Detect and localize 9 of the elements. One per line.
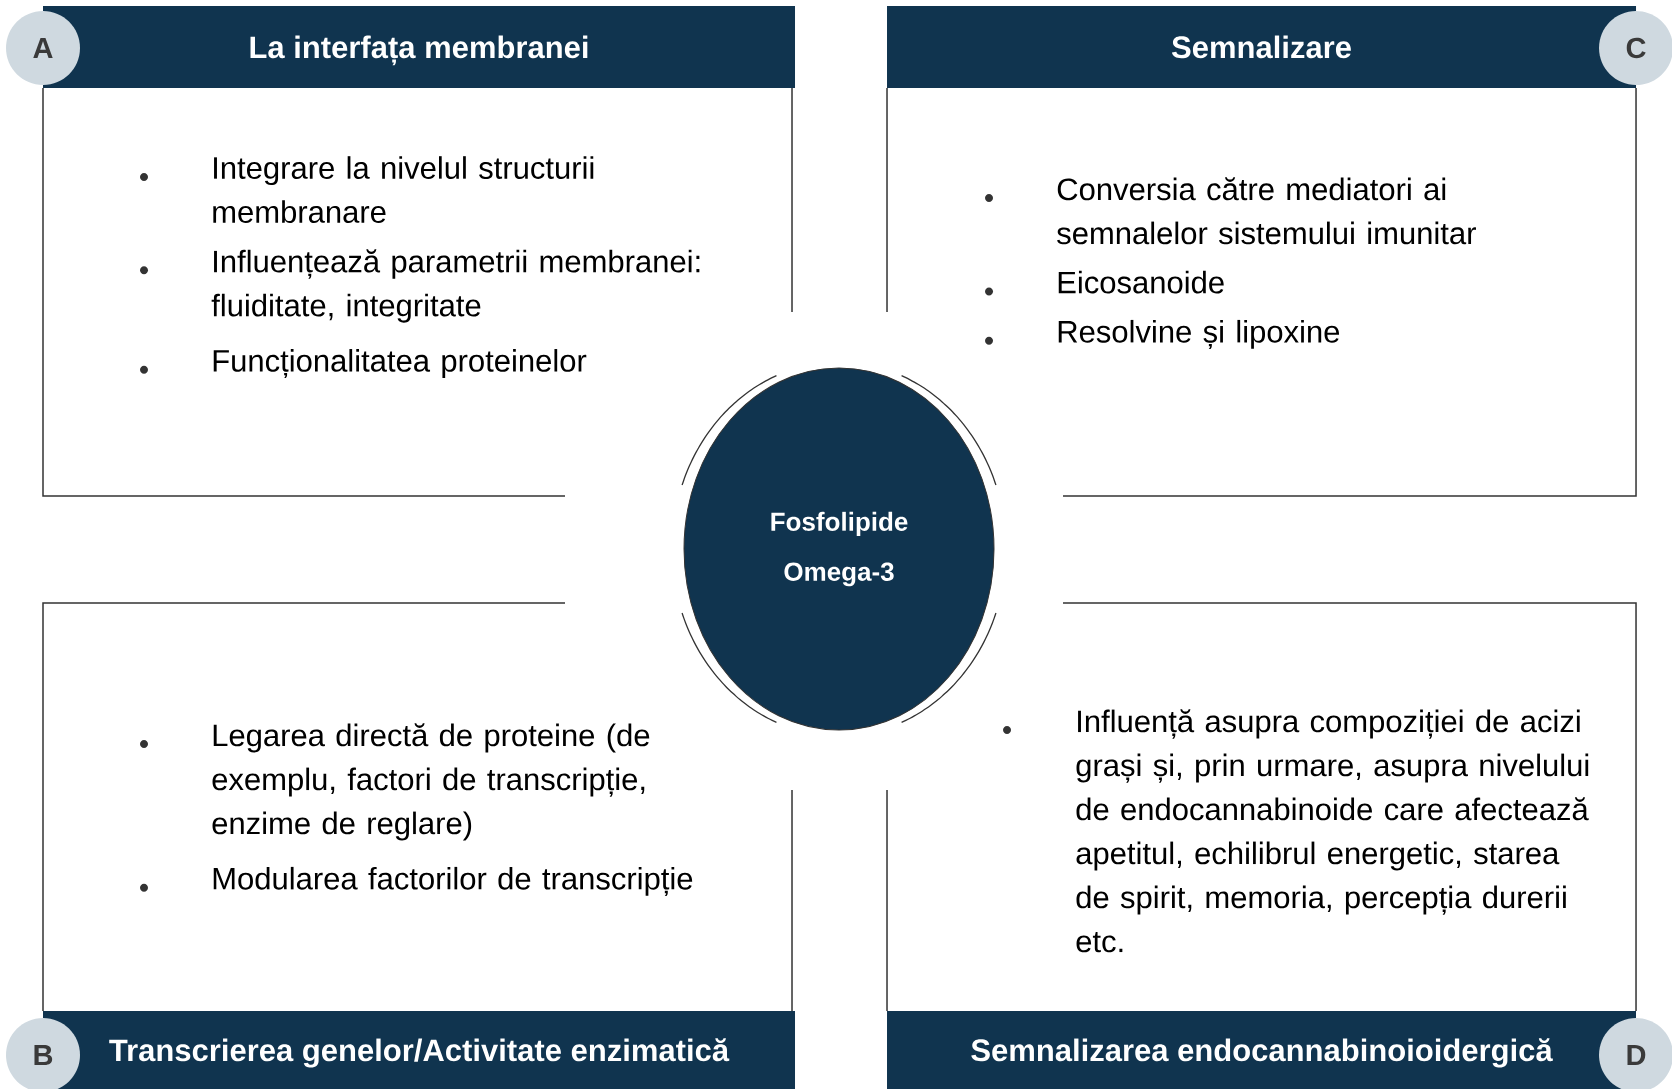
bullet-text: Conversia către mediatori ai semnalelor sistemului imunitar — [1057, 177, 1476, 245]
bullet-text: Funcționalitatea proteinelor — [213, 349, 587, 379]
bullet-text: Integrare la nivelul structurii membranare — [213, 156, 594, 223]
bullet-text: Legarea directă de proteine (de exemplu, factori de transcripție, enzime de reglare) — [212, 723, 650, 841]
bullet-text: Influențează parametrii membranei: fluiditate, integritate — [211, 249, 700, 323]
bullet-text: Eicosanoide — [1058, 270, 1224, 294]
bullet-text: Influență asupra compoziției de acizi grași și, prin urmare, asupra nivelului de endocannabinoide care afectează apetitul, echilibrul energetic, starea de spirit, memoria, percepția durerii etc. — [1076, 709, 1589, 953]
bullet-text: Resolvine și lipoxine — [1058, 319, 1340, 349]
bullet-text: Modularea factorilor de transcripție — [213, 866, 693, 896]
